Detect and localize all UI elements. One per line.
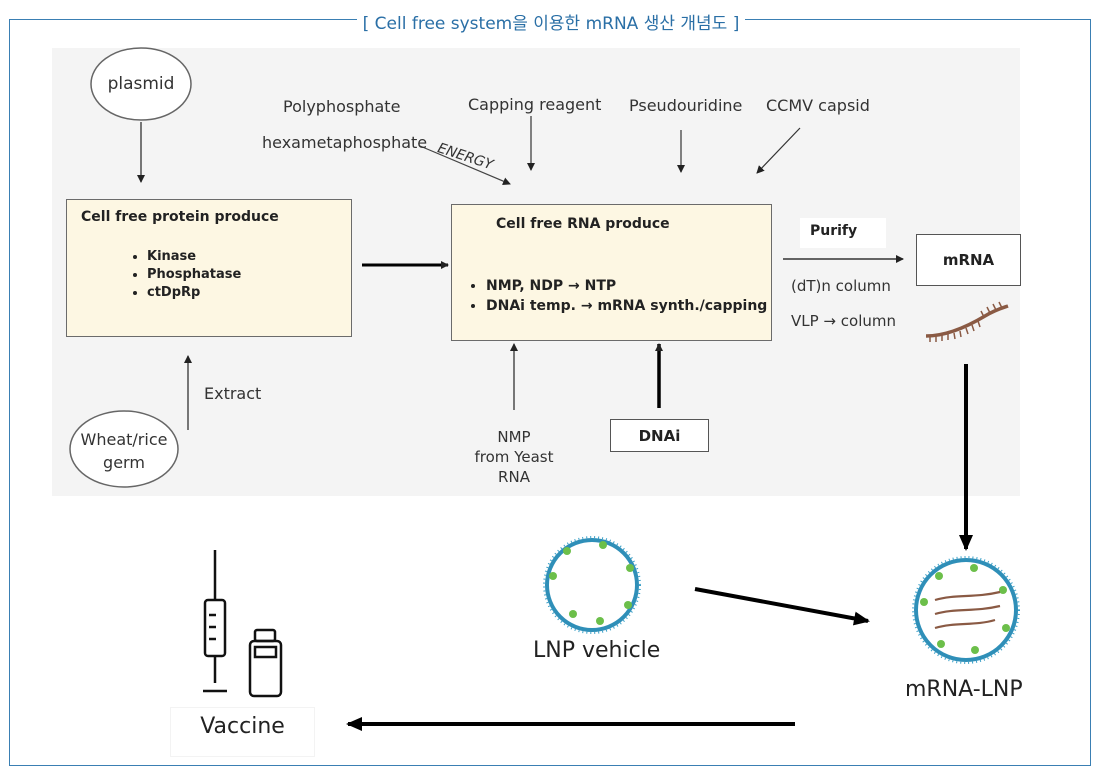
list-item: Phosphatase bbox=[147, 266, 241, 284]
protein-produce-box: Cell free protein produce Kinase Phospha… bbox=[66, 199, 352, 337]
plasmid-ellipse bbox=[90, 47, 192, 121]
rna-produce-box: Cell free RNA produce NMP, NDP → NTP DNA… bbox=[451, 204, 772, 341]
lnp-vehicle-label: LNP vehicle bbox=[533, 638, 661, 663]
extract-label: Extract bbox=[204, 384, 262, 403]
vial-icon bbox=[248, 628, 283, 698]
ccmv-capsid-label: CCMV capsid bbox=[766, 96, 870, 115]
mrna-strand-icon bbox=[925, 301, 1009, 342]
list-item: Kinase bbox=[147, 248, 241, 266]
mrna-box: mRNA bbox=[916, 234, 1021, 286]
polyphosphate-label: Polyphosphate bbox=[283, 97, 401, 116]
protein-box-title: Cell free protein produce bbox=[81, 209, 279, 225]
dnai-box: DNAi bbox=[610, 419, 709, 452]
energy-arrow bbox=[419, 145, 511, 185]
capping-reagent-label: Capping reagent bbox=[468, 95, 602, 114]
purify-label: Purify bbox=[800, 218, 886, 248]
list-item: ctDpRp bbox=[147, 284, 241, 302]
list-item: NMP, NDP → NTP bbox=[486, 276, 767, 296]
mrna-lnp-label: mRNA-LNP bbox=[905, 677, 1023, 702]
vlp-column-label: VLP → column bbox=[791, 312, 896, 330]
nmp-line1: NMP bbox=[497, 428, 531, 446]
pseudouridine-label: Pseudouridine bbox=[629, 96, 743, 115]
vaccine-label: Vaccine bbox=[170, 707, 315, 757]
hexametaphosphate-label: hexametaphosphate bbox=[262, 133, 428, 152]
wheat-germ-line2: germ bbox=[103, 453, 145, 472]
plasmid-label: plasmid bbox=[107, 74, 175, 94]
nmp-source-label: NMP from Yeast RNA bbox=[460, 427, 568, 487]
rna-box-list: NMP, NDP → NTP DNAi temp. → mRNA synth./… bbox=[468, 276, 767, 316]
nmp-line3: RNA bbox=[498, 468, 530, 486]
mrna-lnp-icon bbox=[912, 556, 1020, 664]
syringe-icon bbox=[203, 550, 227, 693]
protein-box-list: Kinase Phosphatase ctDpRp bbox=[129, 248, 241, 302]
rna-box-title: Cell free RNA produce bbox=[496, 216, 670, 232]
wheat-germ-line1: Wheat/rice bbox=[80, 430, 168, 449]
nmp-line2: from Yeast bbox=[474, 448, 554, 466]
dt-column-label: (dT)n column bbox=[791, 277, 891, 295]
lnp-to-mrna-lnp-arrow bbox=[694, 587, 870, 626]
wheat-germ-label: Wheat/rice germ bbox=[70, 428, 178, 474]
wheat-germ-ellipse bbox=[69, 410, 179, 488]
list-item: DNAi temp. → mRNA synth./capping bbox=[486, 296, 767, 316]
ccmv-arrow bbox=[756, 127, 801, 174]
lnp-vehicle-icon bbox=[543, 536, 641, 634]
